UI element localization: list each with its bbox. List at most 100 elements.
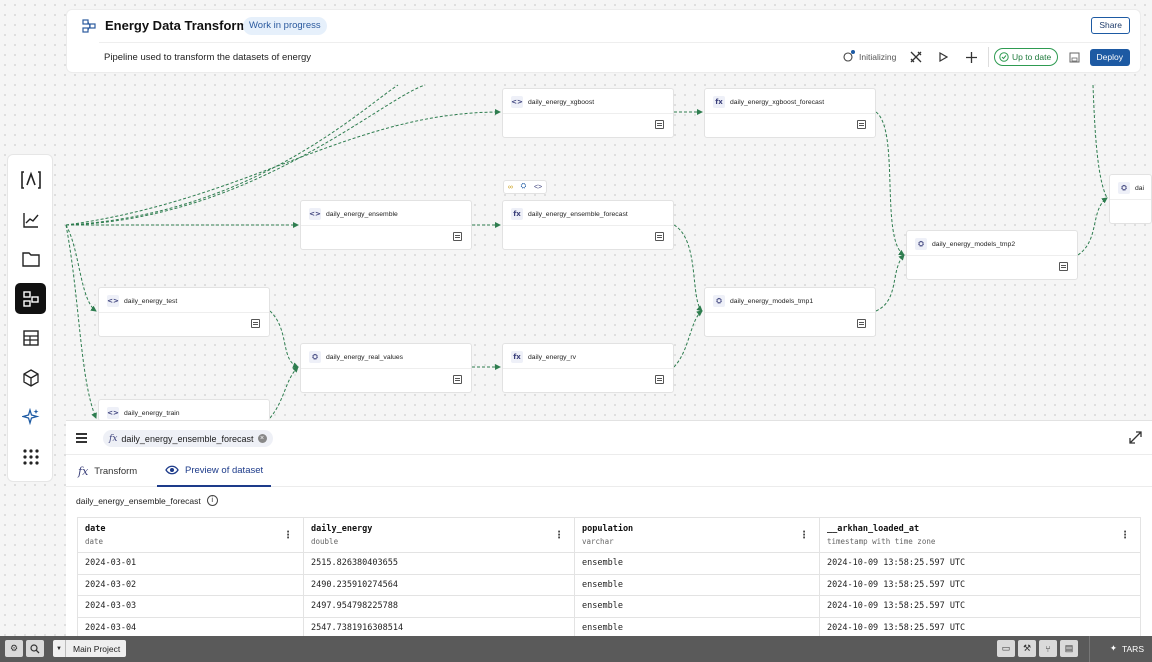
link-icon[interactable]: ∞ bbox=[507, 183, 513, 191]
chevron-down-icon: ▼ bbox=[53, 640, 66, 657]
run-icon[interactable] bbox=[935, 49, 951, 65]
menu-icon[interactable] bbox=[76, 433, 87, 443]
pipeline-icon bbox=[82, 19, 96, 33]
search-icon[interactable] bbox=[26, 640, 44, 657]
column-menu-icon[interactable]: ⋮ bbox=[283, 530, 293, 541]
close-icon[interactable]: × bbox=[257, 434, 267, 443]
table-cell: 2547.7381916308514 bbox=[303, 616, 575, 636]
branch-icon[interactable]: ⑂ bbox=[1039, 640, 1057, 657]
table-cell: 2515.826380403655 bbox=[303, 552, 575, 575]
up-to-date-button[interactable]: Up to date bbox=[994, 48, 1059, 66]
chart-icon[interactable] bbox=[15, 204, 46, 235]
console-icon[interactable]: ▭ bbox=[997, 640, 1015, 657]
column-menu-icon[interactable]: ⋮ bbox=[799, 530, 809, 541]
project-label: Main Project bbox=[73, 643, 121, 654]
selected-node-chip[interactable]: fx daily_energy_ensemble_forecast × bbox=[103, 430, 273, 447]
node-daily-energy-train[interactable]: <>daily_energy_train bbox=[98, 399, 270, 421]
tools-icon[interactable] bbox=[908, 49, 924, 65]
notes-icon[interactable] bbox=[453, 375, 462, 384]
node-daily-energy-ensemble[interactable]: <>daily_energy_ensemble bbox=[300, 200, 472, 250]
node-daily-energy-real-values[interactable]: ⛭daily_energy_real_values bbox=[300, 343, 472, 393]
union-icon: ⛭ bbox=[713, 295, 725, 307]
table-cell: 2024-10-09 13:58:25.597 UTC bbox=[819, 573, 1141, 596]
project-selector[interactable]: ▼ Main Project bbox=[53, 640, 127, 657]
notes-icon[interactable] bbox=[251, 319, 260, 328]
node-label: daily_energy_rv bbox=[528, 353, 576, 361]
expand-icon[interactable] bbox=[1129, 431, 1142, 444]
node-daily-energy-models-tmp1[interactable]: ⛭daily_energy_models_tmp1 bbox=[704, 287, 876, 337]
node-label: daily_energy_models_tmp2 bbox=[932, 240, 1016, 248]
node-label: daily_energy_ensemble_forecast bbox=[528, 210, 628, 218]
column-menu-icon[interactable]: ⋮ bbox=[1120, 530, 1130, 541]
table-cell: ensemble bbox=[574, 616, 820, 636]
deploy-button[interactable]: Deploy bbox=[1089, 49, 1130, 66]
brand-icon[interactable] bbox=[15, 164, 46, 195]
status-badge: Work in progress bbox=[243, 17, 327, 35]
settings-icon[interactable]: ⚙ bbox=[5, 640, 23, 657]
folder-icon[interactable] bbox=[15, 243, 46, 274]
notes-icon[interactable] bbox=[1059, 262, 1068, 271]
table-cell: 2024-10-09 13:58:25.597 UTC bbox=[819, 616, 1141, 636]
table-cell: 2024-03-04 bbox=[77, 616, 304, 636]
notes-icon[interactable] bbox=[655, 120, 664, 129]
node-label: daily_energy_xgboost bbox=[528, 98, 595, 106]
node-daily-energy-models-tmp2[interactable]: ⛭daily_energy_models_tmp2 bbox=[906, 230, 1078, 280]
table-view-icon[interactable]: ▤ bbox=[1060, 640, 1078, 657]
notes-icon[interactable] bbox=[655, 232, 664, 241]
node-label: daily_energy_real_values bbox=[326, 353, 404, 361]
tab-preview-of-dataset[interactable]: Preview of dataset bbox=[157, 455, 272, 487]
info-icon[interactable]: i bbox=[206, 495, 218, 506]
wrench-icon[interactable]: ⚒ bbox=[1018, 640, 1036, 657]
edge-xgbf-to-m2 bbox=[875, 111, 905, 256]
table-row[interactable]: 2024-03-03 2497.954798225788 ensemble 20… bbox=[77, 595, 1141, 618]
left-rail bbox=[7, 154, 53, 482]
table-row[interactable]: 2024-03-04 2547.7381916308514 ensemble 2… bbox=[77, 616, 1141, 636]
save-icon[interactable] bbox=[1066, 49, 1082, 65]
node-daily-energy-xgboost[interactable]: <>daily_energy_xgboost bbox=[502, 88, 674, 138]
edge-test-to-real bbox=[269, 310, 299, 368]
table-cell: 2024-03-02 bbox=[77, 573, 304, 596]
edge-source-up-2 bbox=[65, 84, 399, 226]
function-icon: fx bbox=[78, 464, 89, 478]
notes-icon[interactable] bbox=[857, 120, 866, 129]
tab-label: Transform bbox=[94, 465, 138, 477]
code-icon: <> bbox=[107, 407, 119, 419]
assistant-button[interactable]: ✦ TARS bbox=[1110, 640, 1144, 657]
apps-grid-icon[interactable] bbox=[15, 441, 46, 472]
pipeline-description[interactable]: Pipeline used to transform the datasets … bbox=[104, 52, 312, 63]
add-icon[interactable] bbox=[963, 49, 979, 65]
column-menu-icon[interactable]: ⋮ bbox=[554, 530, 564, 541]
tab-label: Preview of dataset bbox=[185, 464, 264, 476]
edge-rv-to-m1 bbox=[673, 310, 703, 368]
table-row[interactable]: 2024-03-02 2490.235910274564 ensemble 20… bbox=[77, 573, 1141, 596]
pipeline-header: Energy Data Transform Work in progress S… bbox=[66, 9, 1141, 73]
node-quick-actions: ∞ ⛭ <> bbox=[503, 180, 547, 194]
code-icon[interactable]: <> bbox=[533, 183, 543, 191]
toolbar-separator bbox=[988, 47, 989, 67]
node-daily-energy-test[interactable]: <>daily_energy_test bbox=[98, 287, 270, 337]
up-to-date-label: Up to date bbox=[1012, 52, 1052, 62]
node-dai-partial[interactable]: ⛭dai bbox=[1109, 174, 1152, 224]
cube-icon[interactable] bbox=[15, 362, 46, 393]
union-icon[interactable]: ⛭ bbox=[520, 183, 527, 190]
table-row[interactable]: 2024-03-01 2515.826380403655 ensemble 20… bbox=[77, 552, 1141, 575]
notes-icon[interactable] bbox=[655, 375, 664, 384]
chip-label: daily_energy_ensemble_forecast bbox=[121, 433, 254, 444]
table-icon[interactable] bbox=[15, 322, 46, 353]
notes-icon[interactable] bbox=[857, 319, 866, 328]
code-icon: <> bbox=[107, 295, 119, 307]
initializing-status: Initializing bbox=[842, 50, 896, 63]
tab-transform[interactable]: fx Transform bbox=[78, 455, 150, 487]
pipeline-nav-icon[interactable] bbox=[15, 283, 46, 314]
share-button[interactable]: Share bbox=[1091, 17, 1130, 34]
edge-upstream-to-next bbox=[1092, 84, 1108, 199]
notes-icon[interactable] bbox=[453, 232, 462, 241]
sparkle-icon[interactable] bbox=[15, 401, 46, 432]
